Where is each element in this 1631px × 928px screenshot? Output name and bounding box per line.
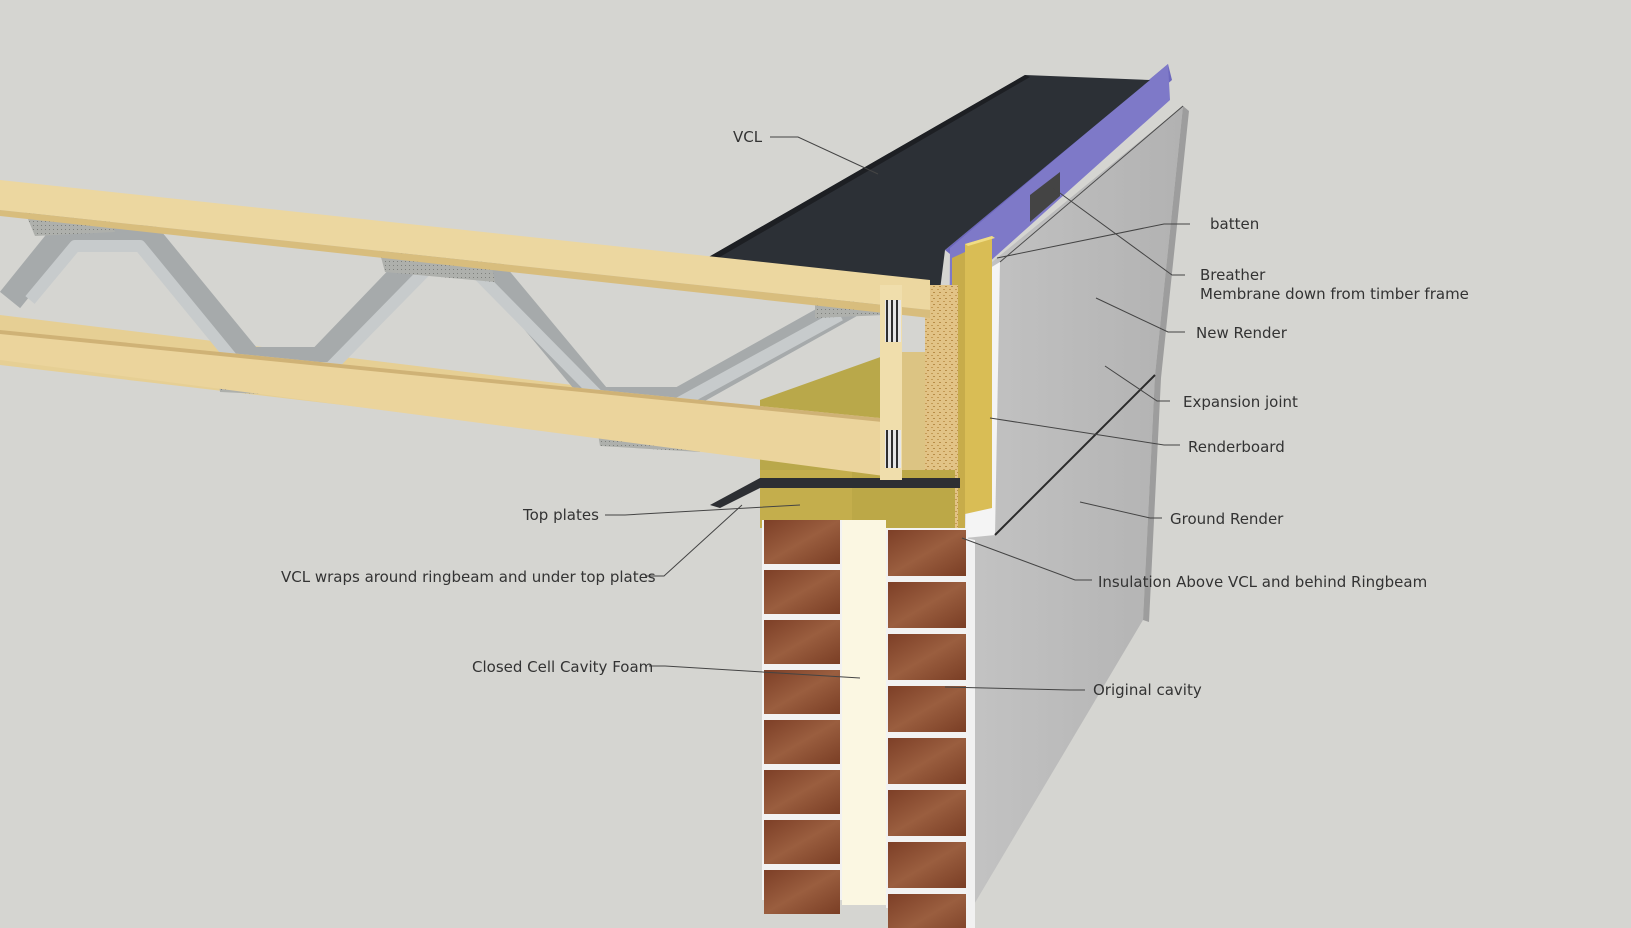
brick xyxy=(764,870,840,914)
batten xyxy=(965,236,995,514)
truss-plate xyxy=(885,430,901,468)
label-cavity-foam: Closed Cell Cavity Foam xyxy=(472,658,654,676)
metal-web-joist xyxy=(0,180,930,480)
brick xyxy=(888,738,966,784)
label-expansion-joint: Expansion joint xyxy=(1183,393,1298,411)
brick xyxy=(888,582,966,628)
brick xyxy=(888,634,966,680)
label-batten: batten xyxy=(1210,215,1260,233)
brick-courses xyxy=(764,520,966,928)
brick xyxy=(888,842,966,888)
label-vcl: VCL xyxy=(733,128,763,146)
label-renderboard: Renderboard xyxy=(1188,438,1285,456)
label-vcl-wraps: VCL wraps around ringbeam and under top … xyxy=(281,568,656,586)
brick xyxy=(764,720,840,764)
vcl-membrane xyxy=(700,75,1150,290)
brick xyxy=(764,620,840,664)
label-new-render: New Render xyxy=(1196,324,1287,342)
brick xyxy=(764,770,840,814)
brick xyxy=(888,686,966,732)
label-breather-membrane: Breather Membrane down from timber frame xyxy=(1200,266,1469,303)
brick xyxy=(888,894,966,928)
brick xyxy=(764,570,840,614)
brick xyxy=(764,670,840,714)
label-insulation: Insulation Above VCL and behind Ringbeam xyxy=(1098,573,1428,591)
cavity-foam xyxy=(842,520,886,905)
brick xyxy=(764,520,840,564)
label-top-plates: Top plates xyxy=(523,506,599,524)
brick xyxy=(888,790,966,836)
breather-membrane xyxy=(945,64,1172,540)
brick xyxy=(888,530,966,576)
leader-lines xyxy=(605,136,1190,691)
brick xyxy=(764,820,840,864)
truss-plate xyxy=(885,300,901,342)
label-original-cavity: Original cavity xyxy=(1093,681,1202,699)
label-ground-render: Ground Render xyxy=(1170,510,1284,528)
top-plates xyxy=(710,470,960,532)
